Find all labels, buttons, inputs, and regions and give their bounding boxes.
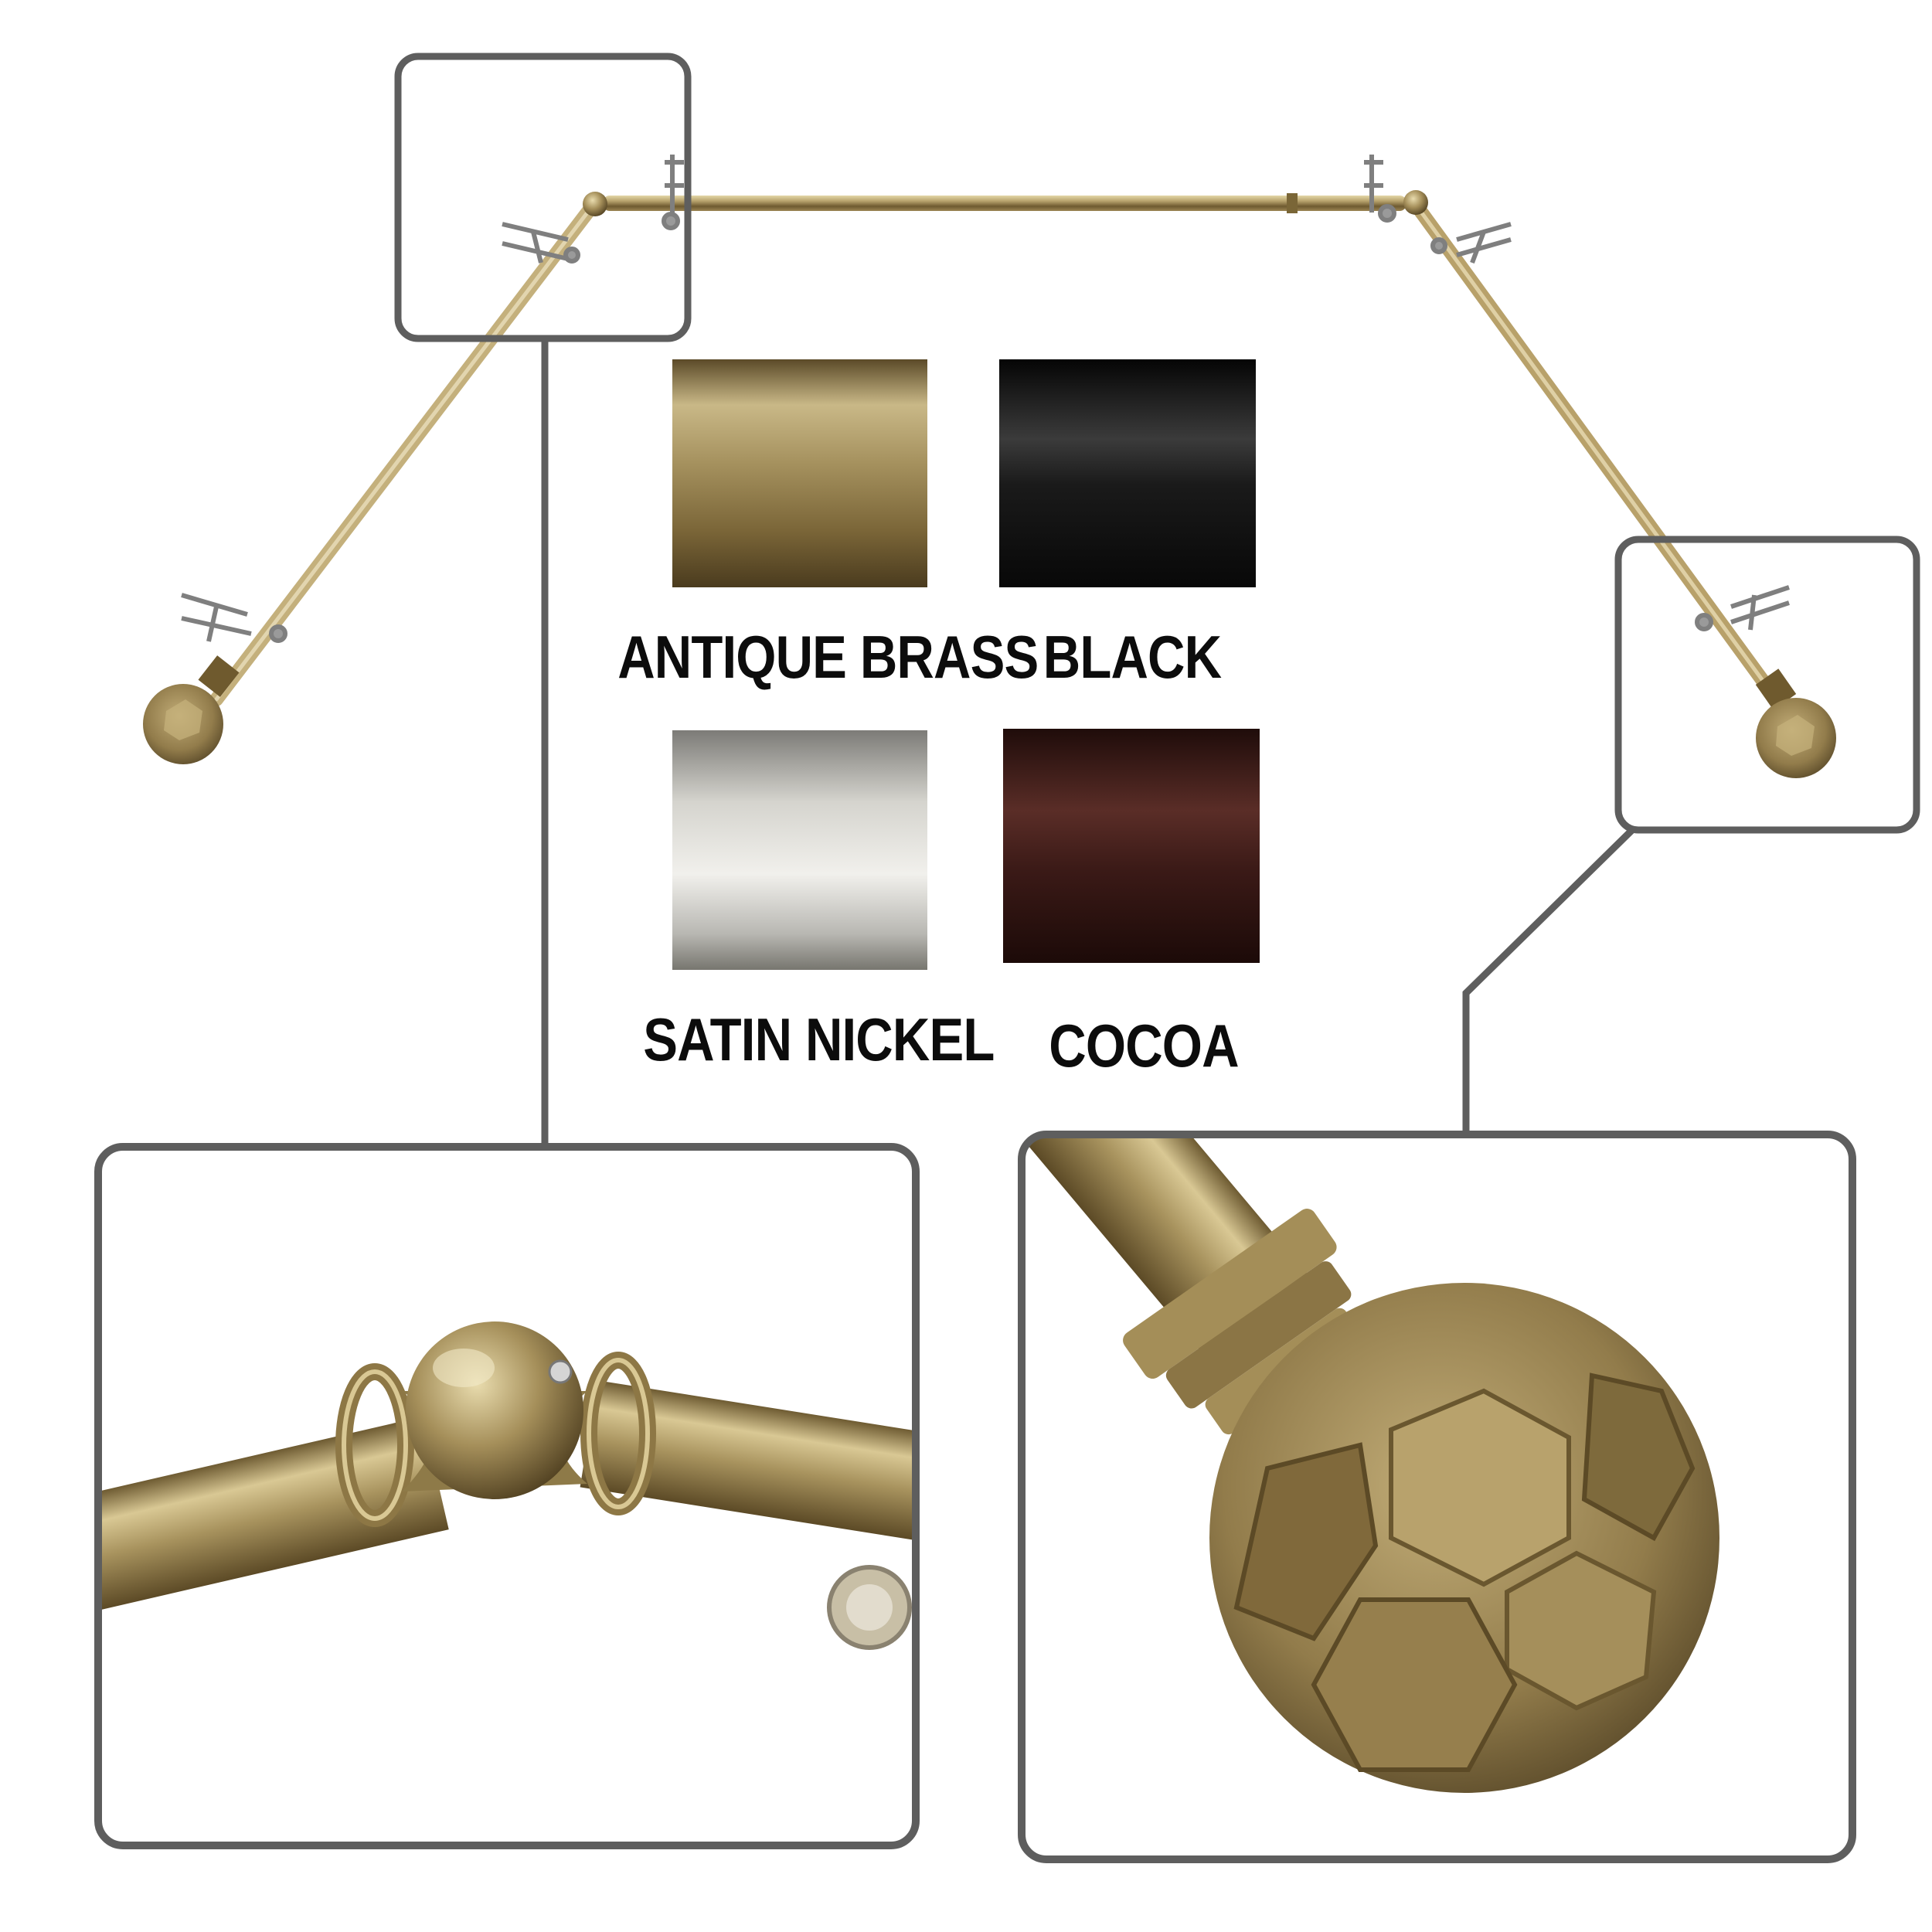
finial-facet [1581,1372,1696,1542]
elbow-detail-frame [94,1143,920,1849]
swatch-label-cocoa: COCOA [1049,1012,1239,1080]
wall-bracket-icon [181,155,1790,643]
finial-facet [1311,1597,1518,1772]
swatch-label-antique-brass: ANTIQUE BRASS [617,623,1039,691]
finial-detail [1022,1134,1852,1859]
color-swatches [672,359,1260,970]
bay-curtain-rod-icon [209,190,1781,706]
swatch-black [999,359,1256,587]
swatch-antique-brass [672,359,927,587]
elbow-joint-detail [98,1147,916,1845]
finial-detail-frame [1018,1131,1856,1863]
swatch-satin-nickel [672,730,927,970]
finial-facet [1389,1388,1571,1587]
faceted-ball-finial-icon [143,655,1836,778]
callout-frames [394,53,1920,1144]
swatch-label-black: BLACK [1043,623,1222,691]
swatch-cocoa [1003,729,1260,963]
swatch-label-satin-nickel: SATIN NICKEL [643,1005,995,1073]
finial-facet [1233,1442,1379,1641]
